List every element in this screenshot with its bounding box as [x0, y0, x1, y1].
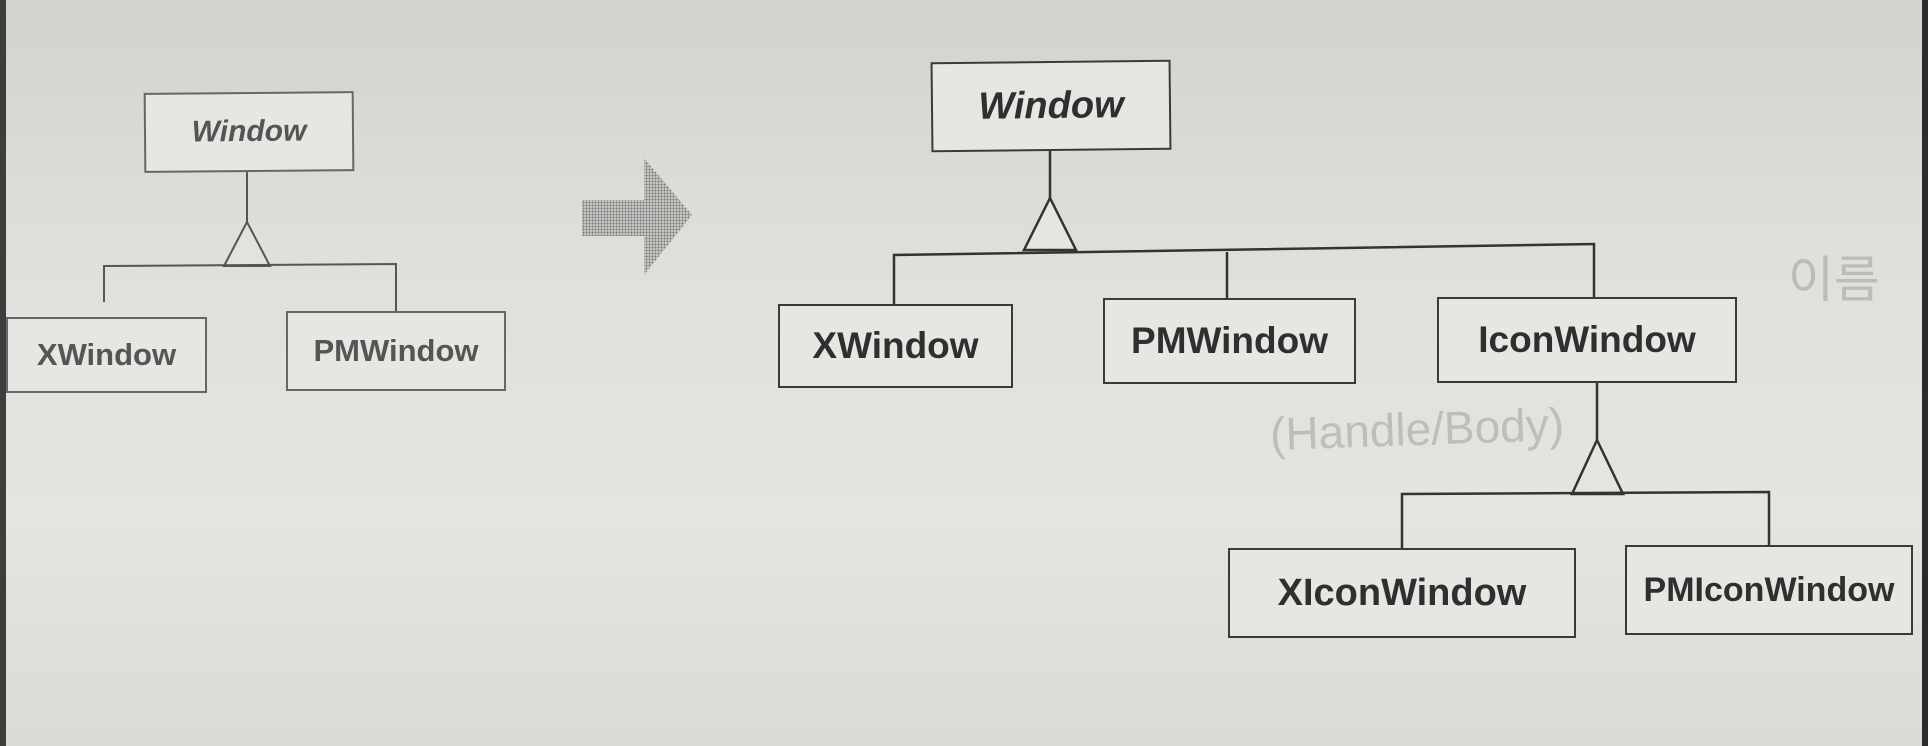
right-arrow-icon — [582, 158, 692, 275]
xiconwindow-box: XIconWindow — [1228, 548, 1576, 638]
left-pmwindow-box: PMWindow — [286, 311, 506, 391]
right-iconwindow-box: IconWindow — [1437, 297, 1737, 383]
left-xwindow-box: XWindow — [6, 317, 207, 393]
left-edge-shadow — [0, 0, 6, 746]
ghost-text-korean: 이름 — [1788, 252, 1880, 308]
right-window-box: Window — [930, 59, 1172, 153]
right-xwindow-box: XWindow — [778, 304, 1013, 388]
right-edge-shadow — [1922, 0, 1928, 746]
pmiconwindow-box: PMIconWindow — [1625, 545, 1913, 635]
right-pmwindow-box: PMWindow — [1103, 298, 1356, 384]
left-window-box: Window — [143, 91, 355, 173]
